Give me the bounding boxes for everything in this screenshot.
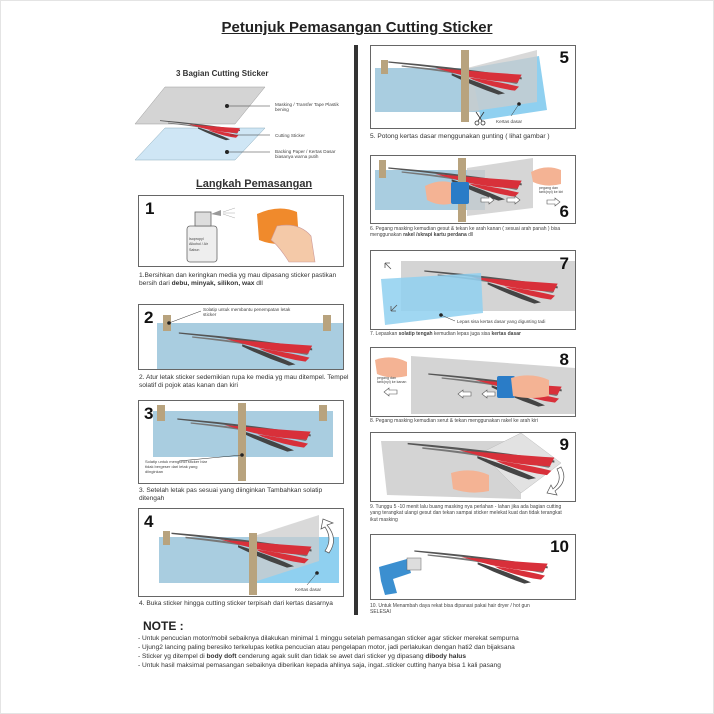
center-tape-icon [238,403,246,481]
bottle-label: Isopropyl Alkohol / Air Sabun [189,237,208,252]
step-7-panel: 7 Lepas sisa kertas dasar yang digunting… [370,250,576,330]
hand-icon [451,470,489,493]
curved-arrow-icon [546,466,565,496]
center-tape-illustration [153,403,333,481]
placement-illustration [157,310,343,369]
parts-diagram [134,86,270,161]
hand-icon [425,181,457,205]
tape-icon [381,60,388,74]
note-heading: NOTE : [143,619,184,633]
step-7-label: Lepas sisa kertas dasar yang digunting t… [457,319,546,324]
step-5-label: Kertas dasar [496,119,523,124]
tape-icon [163,531,170,545]
step-number: 4 [144,512,154,531]
center-tape-icon [461,50,469,122]
column-divider [354,45,358,615]
step-1-caption: 1.Bersihkan dan keringkan media yg mau d… [139,272,337,288]
arrow-left-icon [383,387,496,399]
tape-icon [323,315,331,331]
remove-paper-illustration [381,261,575,325]
step-2-panel: 2 Solatip untuk membantu penempatan leta… [138,304,344,370]
squeegee-icon [451,182,469,204]
step-4-panel: 4 Kertas dasar [138,508,344,597]
step-7-caption: 7. Lepaskan solatip tengah kemudian lepa… [370,331,521,337]
step-number: 8 [559,350,569,369]
remove-masking-illustration [381,433,565,499]
step-number: 1 [145,199,155,218]
note-item: - Ujung2 lancing paling beresiko terkelu… [138,644,515,651]
hand-icon [531,167,561,186]
step-8-caption: 8. Pegang masking kemudian serut & tekan… [370,418,538,424]
note-item: - Sticker yg ditempel di body doft cende… [138,653,466,660]
step-number: 7 [559,254,569,273]
step-5-panel: 5 Kertas dasar [370,45,576,129]
step-8-label: pegang dan tarik(nyi) ke kanan [377,376,407,385]
hand-icon [270,224,316,263]
squeegee-left-illustration [375,356,575,414]
note-item: - Untuk pencucian motor/mobil sebaiknya … [138,635,519,642]
note-item: - Untuk hasil maksimal pemasangan sebaik… [138,662,501,669]
parts-heading: 3 Bagian Cutting Sticker [176,69,269,78]
center-tape-icon [249,533,257,595]
step-10-caption: 10. Untuk Menambah daya rekat bisa dipan… [370,603,530,616]
step-3-label: Solatip untuk mengunci sticker biar tida… [145,459,208,474]
step-4-label: Kertas dasar [295,587,322,592]
label-cutting-sticker: Cutting Sticker [275,133,305,138]
tape-icon [163,315,171,331]
step-2-label: Solatip untuk membantu penempatan letak … [203,307,291,318]
step-1-panel: 1 Isopropyl Alkohol / Air Sabun [138,195,344,267]
squeegee-icon [497,376,515,398]
label-masking: Masking / Transfer Tape Plastik bening [275,102,339,113]
arrow-icon [384,262,392,270]
step-number: 9 [559,435,569,454]
peel-illustration [159,515,339,595]
label-backing-paper: Backing Paper / Kertas Dasar biasanya wa… [275,149,336,160]
step-2-caption: 2. Atur letak sticker sedemikian rupa ke… [139,374,349,390]
hand-icon [511,375,549,398]
step-5-caption: 5. Potong kertas dasar menggunakan gunti… [370,133,550,140]
curved-arrow-icon [320,518,335,554]
arrow-icon [390,304,398,312]
step-number: 5 [559,48,569,67]
cleaning-illustration [186,207,316,263]
step-3-caption: 3. Setelah letak pas sesuai yang diingin… [139,487,323,503]
step-4-caption: 4. Buka sticker hingga cutting sticker t… [139,600,333,607]
step-3-panel: 3 Solatip untuk mengunci sticker biar ti… [138,400,344,484]
step-10-panel: 10 [370,534,576,600]
cut-illustration [375,50,547,126]
step-6-caption: 6. Pegang masking kemudian gesut & tekan… [370,226,561,239]
step-6-label: pegang dan tarik(nyi) ke kiri [539,186,564,195]
step-8-panel: 8 pegang dan tarik(nyi) ke kanan [370,347,576,417]
step-9-panel: 9 [370,432,576,502]
step-9-caption: 9. Tunggu 5 -10 menit lalu buang masking… [370,504,562,523]
step-number: 6 [559,202,569,221]
hair-dryer-illustration [379,550,548,595]
arrow-right-icon [480,195,561,207]
step-number: 3 [144,404,154,423]
step-number: 2 [144,308,154,327]
tape-icon [157,405,165,421]
hot-gun-icon [379,557,422,595]
hand-icon [375,357,407,378]
scissors-icon [474,111,486,126]
steps-heading: Langkah Pemasangan [196,178,313,190]
page-title: Petunjuk Pemasangan Cutting Sticker [221,19,493,36]
step-number: 10 [550,537,569,556]
step-6-panel: 6 pegang dan tarik(nyi) ke kiri [370,155,576,224]
squeegee-right-illustration [375,158,561,222]
tape-icon [379,160,386,178]
tape-icon [319,405,327,421]
